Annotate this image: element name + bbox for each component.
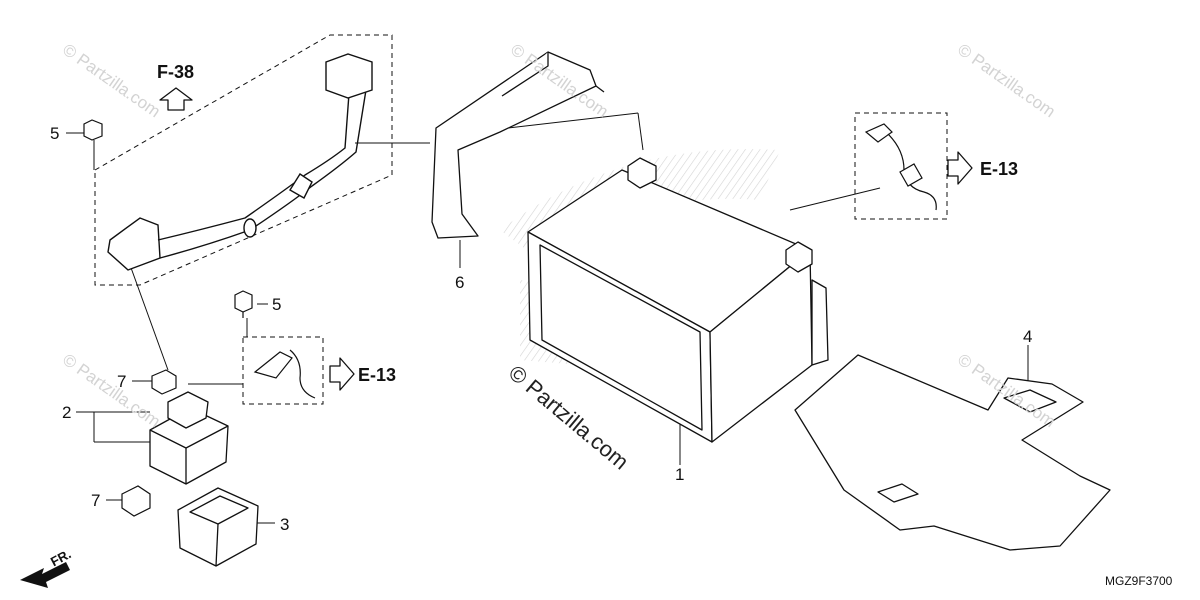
relay-cover-part-3 xyxy=(177,487,259,567)
fuse-icons xyxy=(121,369,177,517)
diagram-code: MGZ9F3700 xyxy=(1105,574,1173,588)
dashed-box-terminal-right xyxy=(854,112,948,220)
callout-1: 1 xyxy=(675,465,685,484)
ref-f38: F-38 xyxy=(157,62,195,82)
right-arrow-icon xyxy=(329,357,355,391)
bolt-icons xyxy=(83,119,253,318)
front-direction-arrow-icon xyxy=(20,562,70,588)
battery-strap-part-6 xyxy=(431,51,605,239)
callout-2: 2 xyxy=(62,403,72,422)
ref-e13-top: E-13 xyxy=(980,159,1019,179)
ref-e13-mid: E-13 xyxy=(358,365,397,385)
up-arrow-icon xyxy=(159,87,193,111)
callout-3: 3 xyxy=(280,515,290,534)
arrow-icons xyxy=(159,87,973,391)
terminal-left xyxy=(253,349,316,399)
callout-4: 4 xyxy=(1023,327,1033,346)
callout-7: 7 xyxy=(91,491,101,510)
relay-part-2 xyxy=(149,391,229,485)
right-arrow-icon xyxy=(947,151,973,185)
callout-7: 7 xyxy=(117,372,127,391)
callout-6: 6 xyxy=(455,273,465,292)
terminal-right xyxy=(864,123,937,211)
dashed-box-harness xyxy=(94,34,393,286)
battery-part-1 xyxy=(527,157,829,443)
callout-5: 5 xyxy=(50,124,60,143)
dashed-box-terminal-left xyxy=(242,336,324,405)
callout-5: 5 xyxy=(272,295,282,314)
rubber-sheet-part-4 xyxy=(794,354,1111,551)
wire-harness xyxy=(107,53,373,271)
